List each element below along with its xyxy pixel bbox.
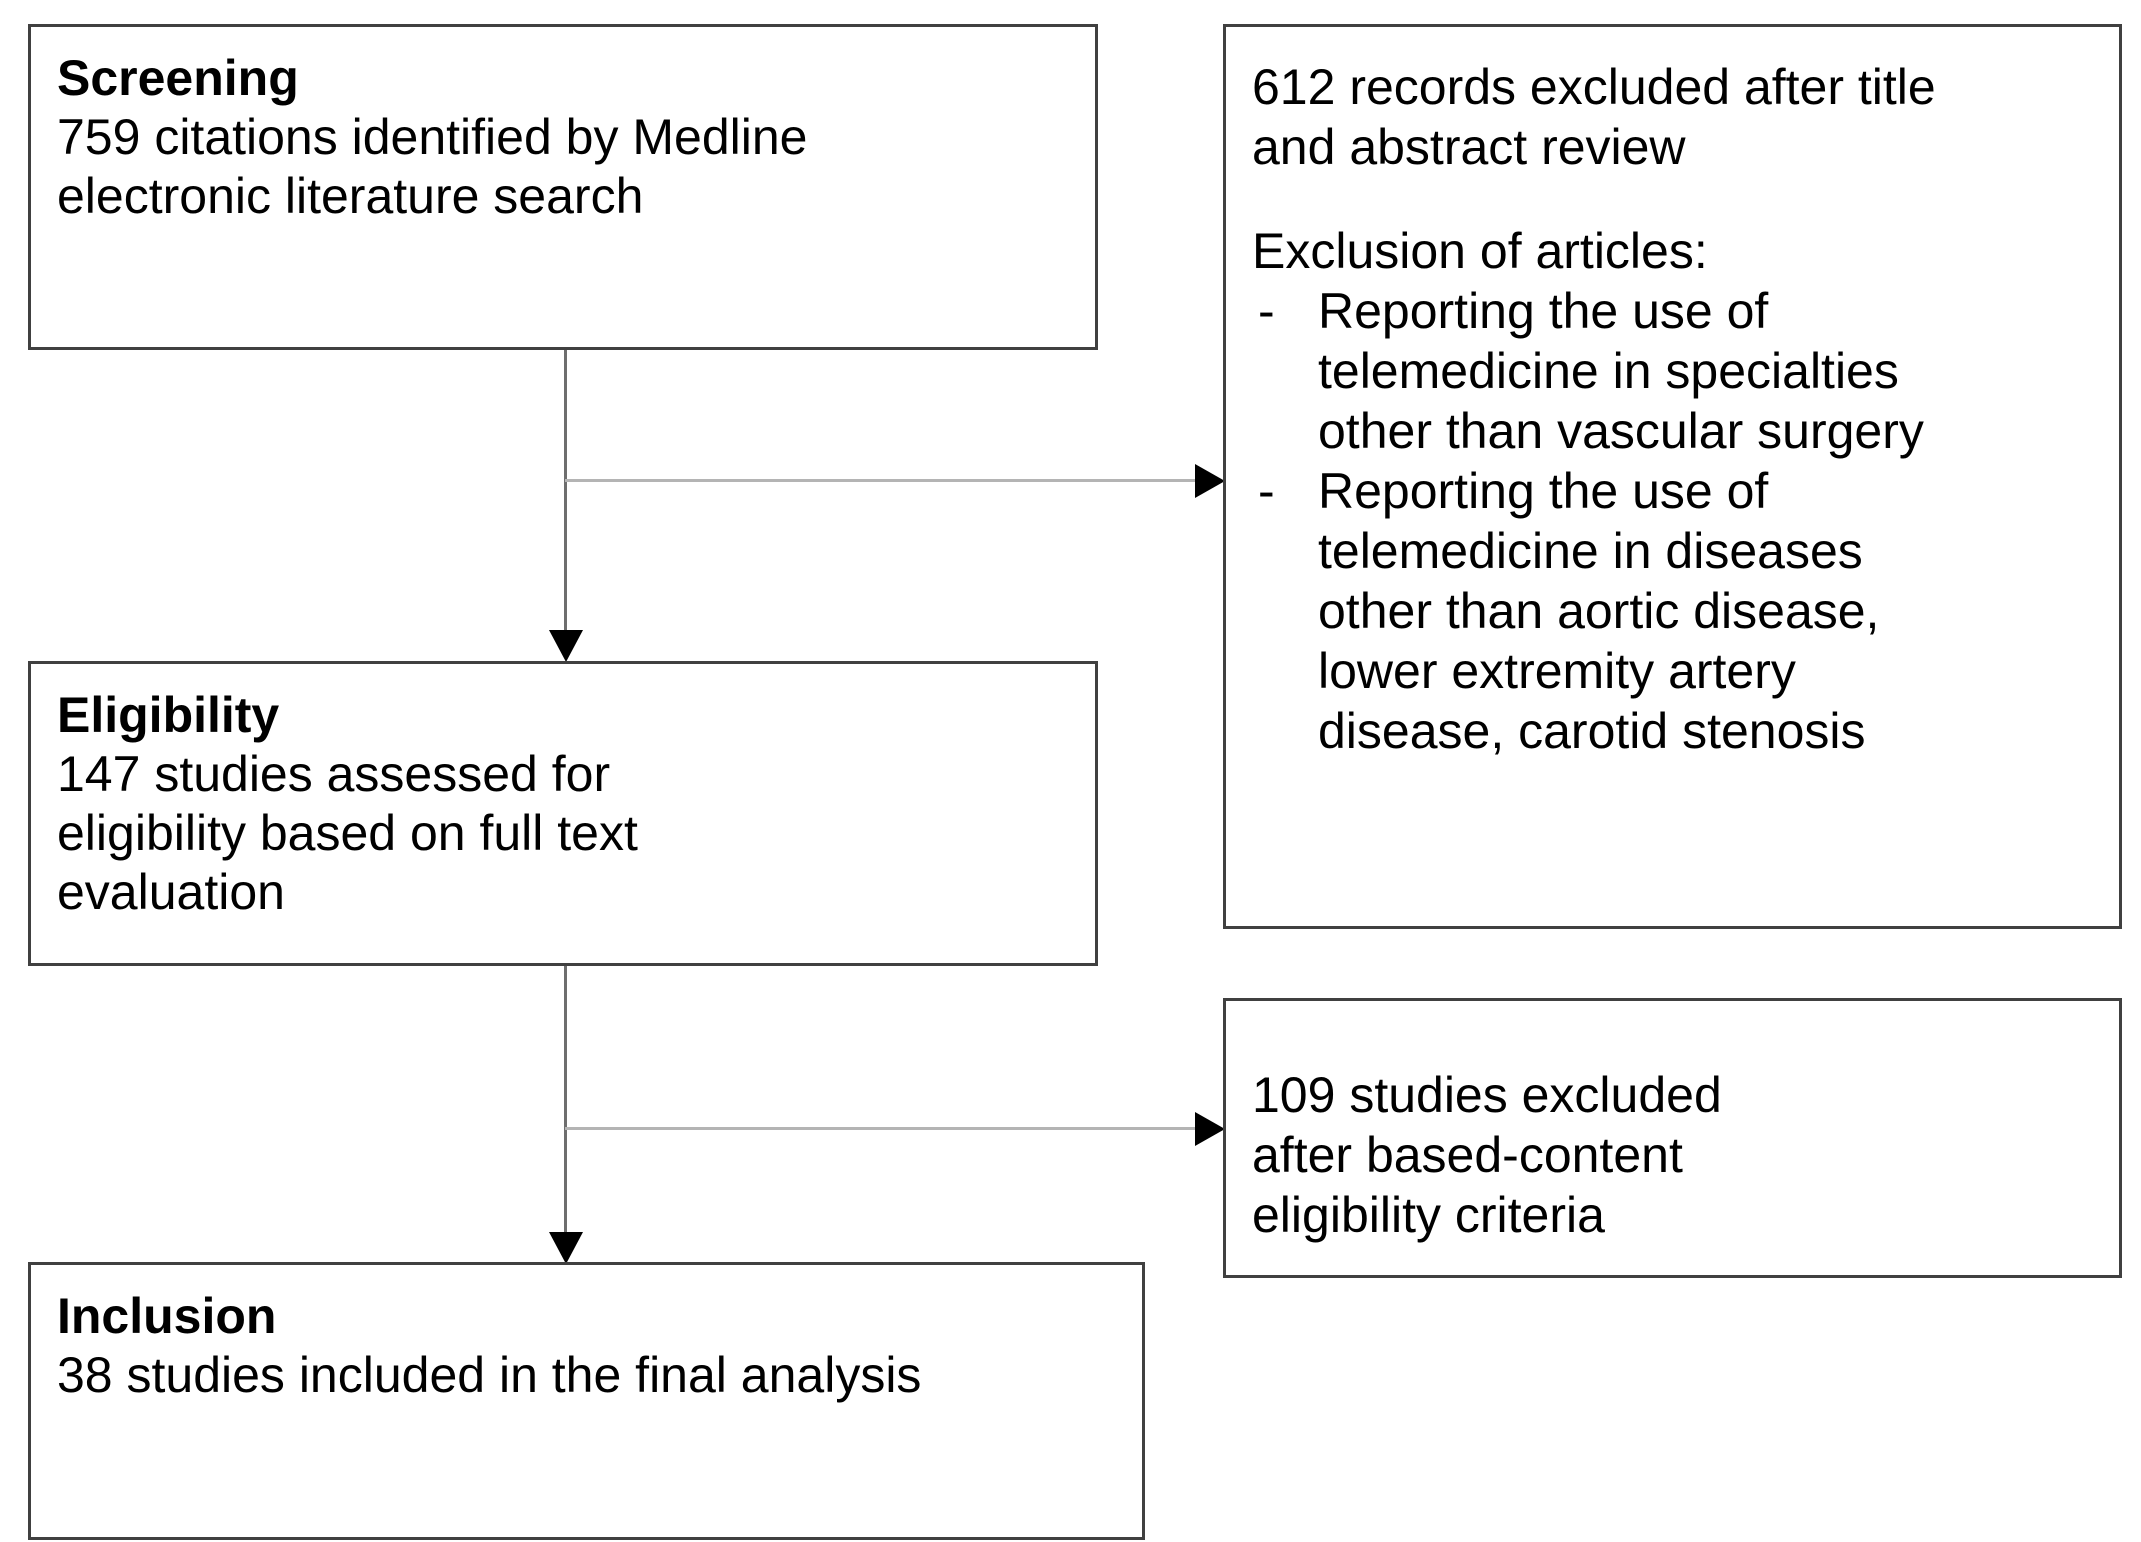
eligibility-line-1: 147 studies assessed for (57, 746, 611, 802)
eligibility-title: Eligibility (57, 687, 280, 743)
connector-eligibility-to-exclusion-arrowhead (1195, 1112, 1225, 1146)
inclusion-body: 38 studies included in the final analysi… (57, 1346, 1116, 1405)
exclusion-criteria-item-2-line-3: other than aortic disease, (1318, 583, 1880, 639)
connector-screening-to-eligibility-line (564, 348, 567, 652)
exclusion-criteria-item-1-line-2: telemedicine in specialties (1318, 343, 1899, 399)
exclusion-criteria-item-2: - Reporting the use of telemedicine in d… (1252, 461, 2093, 761)
node-inclusion: Inclusion 38 studies included in the fin… (28, 1262, 1145, 1540)
connector-eligibility-to-inclusion-arrowhead (549, 1232, 583, 1264)
eligibility-body: 147 studies assessed for eligibility bas… (57, 745, 1069, 922)
connector-screening-to-exclusion-line (565, 479, 1197, 482)
connector-screening-to-exclusion-arrowhead (1195, 464, 1225, 498)
exclusion-criteria-item-2-line-2: telemedicine in diseases (1318, 523, 1863, 579)
bullet-dash-icon: - (1258, 283, 1275, 339)
connector-screening-to-eligibility-arrowhead (549, 630, 583, 662)
exclusion-criteria-item-1-line-3: other than vascular surgery (1318, 403, 1924, 459)
connector-eligibility-to-exclusion-line (565, 1127, 1197, 1130)
inclusion-title: Inclusion (57, 1288, 277, 1344)
excluded-title-abstract-intro-line-1: 612 records excluded after title (1252, 59, 1936, 115)
exclusion-criteria-item-1-line-1: Reporting the use of (1318, 283, 1769, 339)
node-excluded-content: 109 studies excluded after based-content… (1223, 998, 2122, 1278)
node-excluded-title-abstract: 612 records excluded after title and abs… (1223, 24, 2122, 929)
excluded-title-abstract-intro-line-2: and abstract review (1252, 119, 1686, 175)
excluded-title-abstract-intro: 612 records excluded after title and abs… (1252, 57, 2093, 177)
excluded-content-line-2: after based-content (1252, 1127, 1683, 1183)
screening-line-2: electronic literature search (57, 168, 644, 224)
connector-eligibility-to-inclusion-line (564, 965, 567, 1255)
exclusion-of-articles-label: Exclusion of articles: (1252, 223, 1708, 279)
excluded-title-abstract-spacer (1252, 177, 2093, 221)
eligibility-line-2: eligibility based on full text (57, 805, 638, 861)
exclusion-criteria-item-2-line-1: Reporting the use of (1318, 463, 1769, 519)
exclusion-criteria-item-2-line-4: lower extremity artery (1318, 643, 1796, 699)
eligibility-line-3: evaluation (57, 864, 285, 920)
exclusion-criteria-item-2-line-5: disease, carotid stenosis (1318, 703, 1866, 759)
node-screening: Screening 759 citations identified by Me… (28, 24, 1098, 350)
excluded-content-line-1: 109 studies excluded (1252, 1067, 1722, 1123)
node-eligibility: Eligibility 147 studies assessed for eli… (28, 661, 1098, 966)
excluded-content-body: 109 studies excluded after based-content… (1252, 1065, 2093, 1245)
exclusion-criteria-item-1: - Reporting the use of telemedicine in s… (1252, 281, 2093, 461)
screening-body: 759 citations identified by Medline elec… (57, 108, 1069, 226)
excluded-title-abstract-list-heading: Exclusion of articles: (1252, 221, 2093, 281)
excluded-content-line-3: eligibility criteria (1252, 1187, 1605, 1243)
exclusion-criteria-list: - Reporting the use of telemedicine in s… (1252, 281, 2093, 761)
screening-line-1: 759 citations identified by Medline (57, 109, 808, 165)
bullet-dash-icon: - (1258, 463, 1275, 519)
inclusion-line-1: 38 studies included in the final analysi… (57, 1347, 922, 1403)
screening-title: Screening (57, 50, 299, 106)
